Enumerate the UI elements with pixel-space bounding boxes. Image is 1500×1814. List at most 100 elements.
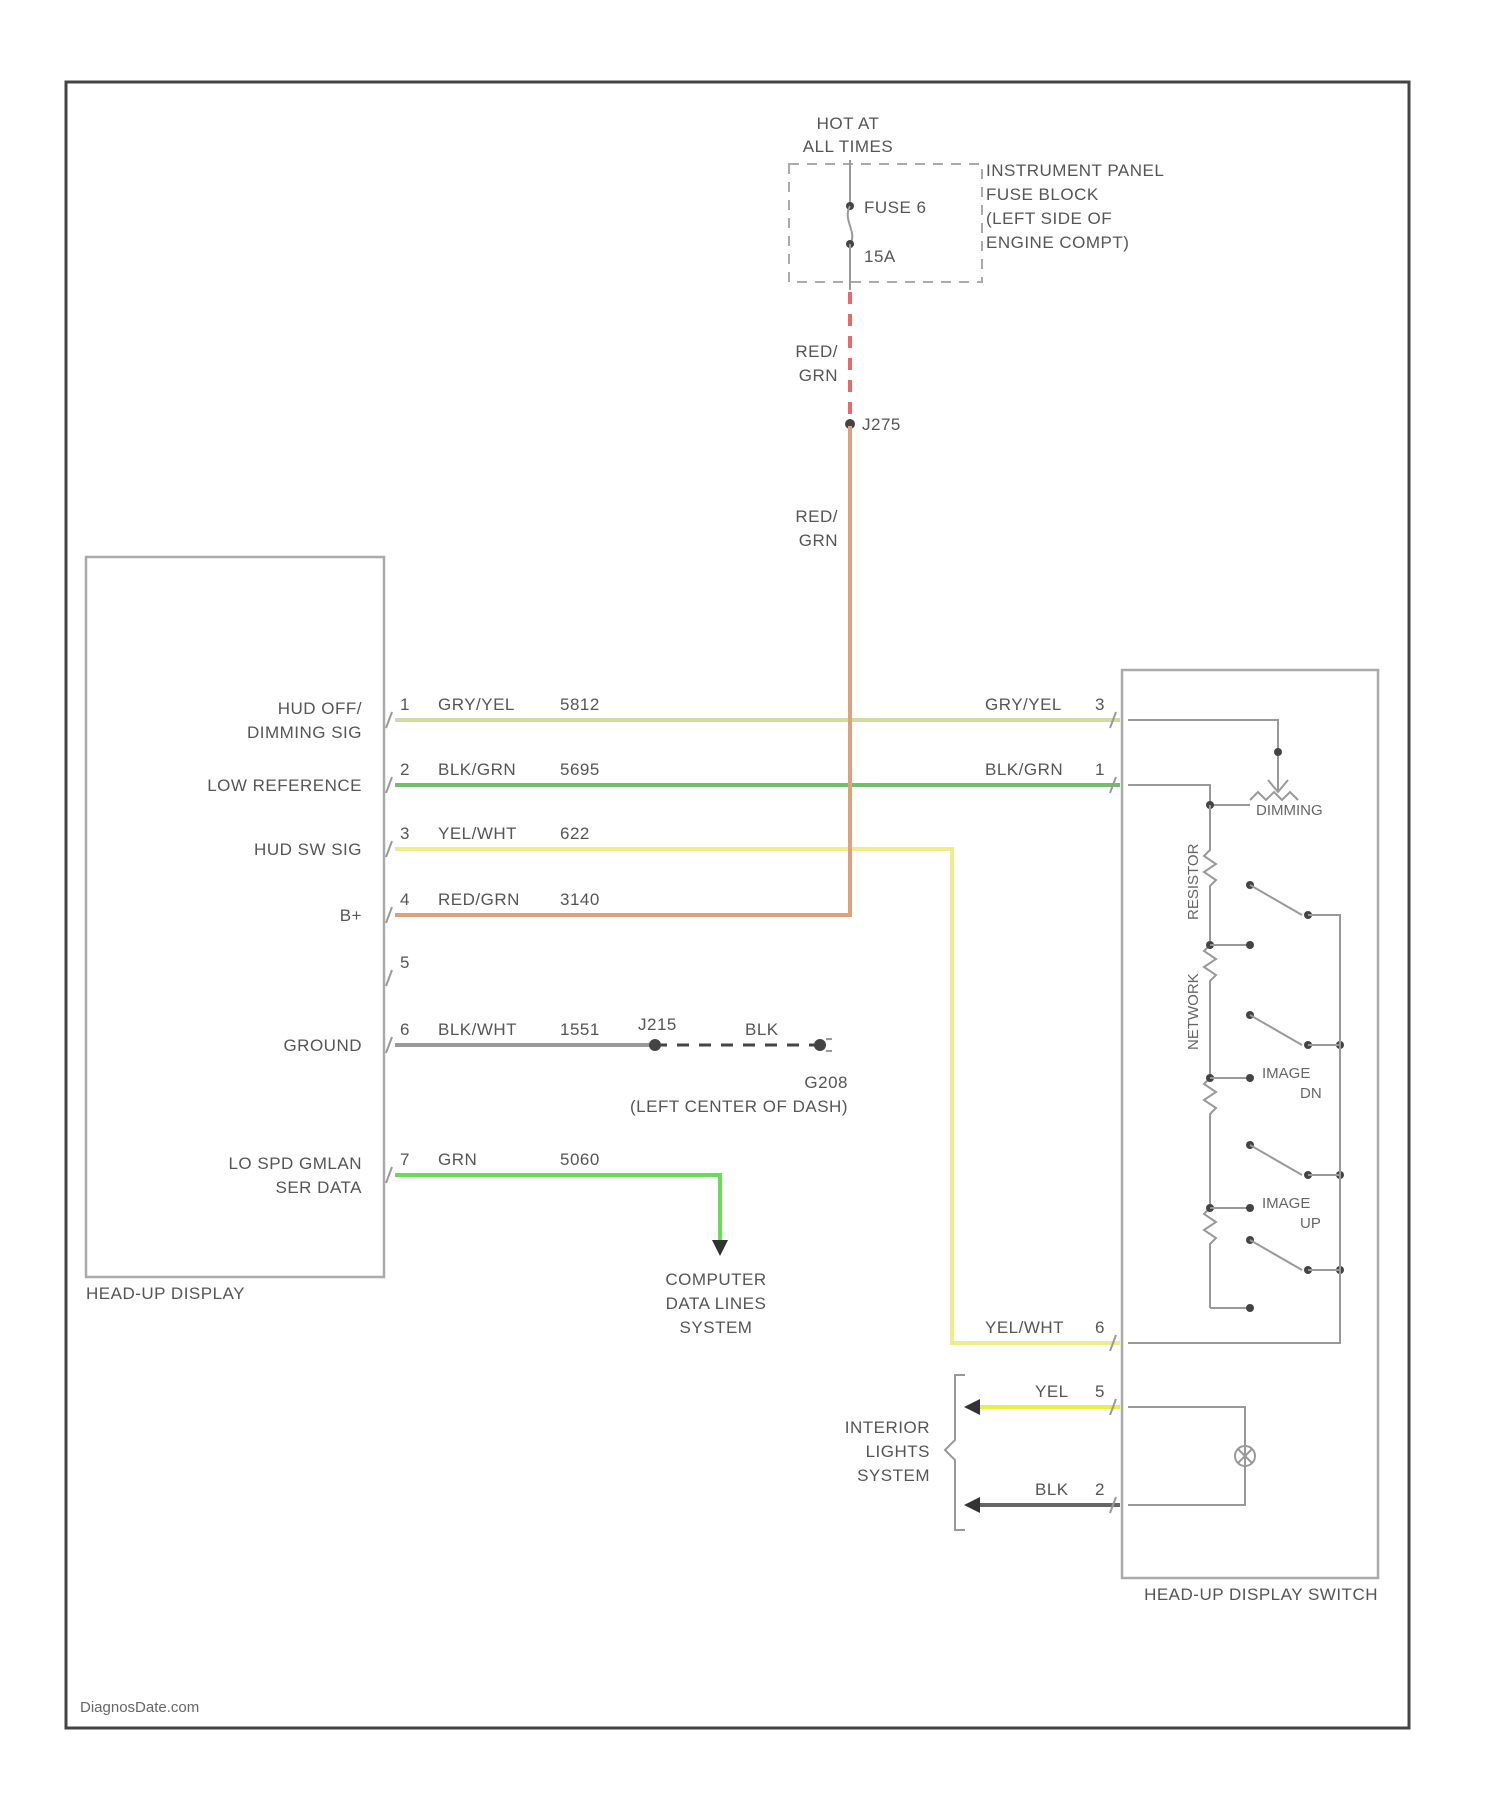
feed-wire-lower-color-1: RED/: [795, 507, 838, 526]
switch-pin5-color: YEL: [1035, 1382, 1069, 1401]
switch-pin3-color: GRY/YEL: [985, 695, 1062, 714]
hud-pin3-color: YEL/WHT: [438, 824, 517, 843]
interior-lights: INTERIOR LIGHTS SYSTEM: [845, 1375, 980, 1530]
hot-label-line2: ALL TIMES: [803, 137, 893, 156]
dimming-feed: [1128, 720, 1278, 750]
hud-pin2-label: LOW REFERENCE: [207, 776, 362, 795]
switch-pin1-color: BLK/GRN: [985, 760, 1063, 779]
yel-arrow: [964, 1399, 980, 1415]
hud-pin2-number: 2: [400, 760, 410, 779]
blk-arrow: [964, 1497, 980, 1513]
ladder-tap-2-end: [1246, 1074, 1254, 1082]
head-up-display: HEAD-UP DISPLAY HUD OFF/ DIMMING SIG LOW…: [86, 557, 600, 1303]
switch-pin5-number: 5: [1095, 1382, 1105, 1401]
hud-pin1-circuit: 5812: [560, 695, 600, 714]
ground-splice-dot: [649, 1039, 661, 1051]
diagram-frame: [66, 82, 1409, 1728]
splice-label: J275: [862, 415, 901, 434]
switch-pin1-number: 1: [1095, 760, 1105, 779]
dimming-wiper-dot: [1274, 748, 1282, 756]
hud-pin3-circuit: 622: [560, 824, 590, 843]
ground-symbol: [826, 1039, 832, 1051]
hud-pin2-color: BLK/GRN: [438, 760, 516, 779]
switch-connector-marks: [1110, 712, 1116, 1513]
ground: J215 BLK G208 (LEFT CENTER OF DASH): [630, 1015, 848, 1116]
fuse-block-label-1: INSTRUMENT PANEL: [986, 161, 1164, 180]
wire-grn: [395, 1175, 720, 1240]
low-ref-trace: [1128, 785, 1250, 805]
hud-name: HEAD-UP DISPLAY: [86, 1284, 245, 1303]
watermark: DiagnosDate.com: [80, 1699, 199, 1716]
hud-pin3-label: HUD SW SIG: [254, 840, 362, 859]
hud-pin2-circuit: 5695: [560, 760, 600, 779]
switch3-blade: [1250, 1145, 1302, 1175]
fuse-rating: 15A: [864, 247, 896, 266]
data-link: COMPUTER DATA LINES SYSTEM: [665, 1240, 766, 1337]
hud-pin7-number: 7: [400, 1150, 410, 1169]
wire-yel-wht: [395, 849, 1120, 1343]
fuse-block-label-4: ENGINE COMPT): [986, 233, 1129, 252]
ladder-tap-3-end: [1246, 1204, 1254, 1212]
fuse-block-label-2: FUSE BLOCK: [986, 185, 1099, 204]
image-dn-label-1: IMAGE: [1262, 1065, 1310, 1082]
hud-pin4-color: RED/GRN: [438, 890, 520, 909]
switch-name: HEAD-UP DISPLAY SWITCH: [1144, 1585, 1378, 1604]
data-link-line3: SYSTEM: [680, 1318, 753, 1337]
hud-pin1-number: 1: [400, 695, 410, 714]
hud-pin6-color: BLK/WHT: [438, 1020, 517, 1039]
feed-wire-upper-color-2: GRN: [799, 366, 838, 385]
interior-lights-line1: INTERIOR: [845, 1418, 930, 1437]
resistor-label-1: RESISTOR: [1185, 843, 1202, 920]
interior-lights-line3: SYSTEM: [857, 1466, 930, 1485]
hud-pin6-circuit: 1551: [560, 1020, 600, 1039]
hud-pin6-number: 6: [400, 1020, 410, 1039]
dimming-label: DIMMING: [1256, 802, 1323, 819]
wires: [395, 426, 1120, 1505]
ground-point: [814, 1039, 826, 1051]
ground-location: (LEFT CENTER OF DASH): [630, 1097, 848, 1116]
fuse-name: FUSE 6: [864, 198, 927, 217]
ground-wire-color: BLK: [745, 1020, 779, 1039]
dimming-resistor: [1250, 792, 1298, 800]
ladder-tap-1-end: [1246, 941, 1254, 949]
feed-wire-upper-color-1: RED/: [795, 342, 838, 361]
hud-pin4-circuit: 3140: [560, 890, 600, 909]
interior-lights-bracket: [945, 1375, 965, 1530]
switch-pin6-color: YEL/WHT: [985, 1318, 1064, 1337]
data-link-line1: COMPUTER: [665, 1270, 766, 1289]
head-up-display-switch: HEAD-UP DISPLAY SWITCH GRY/YEL 3 BLK/GRN…: [985, 670, 1378, 1604]
switch-common-bus: [1128, 915, 1340, 1343]
switch-pin6-number: 6: [1095, 1318, 1105, 1337]
hud-pin7-color: GRN: [438, 1150, 477, 1169]
ground-splice-label: J215: [638, 1015, 677, 1034]
image-up-label-1: IMAGE: [1262, 1195, 1310, 1212]
hud-pin5-number: 5: [400, 953, 410, 972]
switch1-blade: [1250, 885, 1302, 915]
hot-label-line1: HOT AT: [817, 114, 880, 133]
hud-pin1-label-1: HUD OFF/: [278, 699, 362, 718]
image-up-label-2: UP: [1300, 1215, 1321, 1232]
hud-pin4-number: 4: [400, 890, 410, 909]
hud-pin7-label-2: SER DATA: [276, 1178, 363, 1197]
switch-internal-circuit: DIMMING RESISTOR NETWORK: [1128, 720, 1344, 1505]
ladder-bottom-dot: [1246, 1304, 1254, 1312]
resistor-label-2: NETWORK: [1185, 973, 1202, 1050]
hud-pin4-label: B+: [340, 906, 362, 925]
ground-name: G208: [804, 1073, 848, 1092]
fuse-element: [848, 206, 853, 244]
illumination-loop: [1128, 1407, 1245, 1505]
hud-pin7-label-1: LO SPD GMLAN: [228, 1154, 362, 1173]
switch-pin2-color: BLK: [1035, 1480, 1069, 1499]
switch-pin2-number: 2: [1095, 1480, 1105, 1499]
data-link-line2: DATA LINES: [666, 1294, 767, 1313]
dimming-wiper-arrow: [1268, 756, 1288, 792]
data-link-arrow: [712, 1240, 728, 1256]
resistor-ladder: [1204, 805, 1216, 1308]
fuse-block-label-3: (LEFT SIDE OF: [986, 209, 1112, 228]
switch4-blade: [1250, 1240, 1302, 1270]
image-dn-label-2: DN: [1300, 1085, 1322, 1102]
switch-pin3-number: 3: [1095, 695, 1105, 714]
switch2-blade: [1250, 1015, 1302, 1045]
hud-connector-marks: [386, 712, 392, 1183]
feed-wire-lower-color-2: GRN: [799, 531, 838, 550]
